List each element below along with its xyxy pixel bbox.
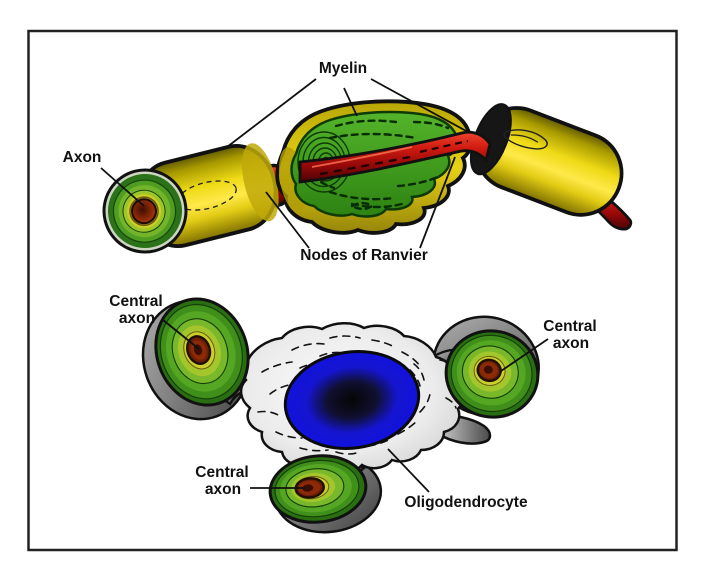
central-axon-label-line2: axon	[119, 310, 155, 327]
central-axon-top-left	[154, 297, 250, 407]
axon-tube	[298, 130, 492, 184]
myelin-leader-right	[370, 78, 469, 133]
central-axon-label-line1: Central	[543, 318, 596, 335]
node-leader-left	[265, 191, 310, 249]
axon-cut-face	[102, 168, 188, 254]
axon-label: Axon	[63, 149, 102, 166]
myelinated-axon-illustration: Myelin Axon Nodes of Ranvier	[63, 60, 633, 264]
sheath-highlight-outline	[503, 129, 548, 150]
central-axon-label-line1: Central	[109, 293, 162, 310]
oligodendrocyte-leader	[387, 448, 430, 493]
myelin-leader-middle	[343, 87, 358, 117]
central-axon-label-bottom: Central axon	[195, 464, 248, 498]
leader-lines-top	[100, 78, 469, 249]
oligodendrocyte-label: Oligodendrocyte	[404, 494, 528, 511]
nodes-of-ranvier-label: Nodes of Ranvier	[300, 247, 427, 264]
central-axon-label-line2: axon	[553, 335, 589, 352]
central-axon-bottom	[268, 454, 368, 524]
central-axon-leader-top-left	[162, 319, 200, 350]
myelin-leader-left	[226, 78, 317, 148]
axon-core	[302, 484, 314, 492]
oligodendrocyte-illustration: Central axon Central axon Central axon O…	[109, 293, 597, 534]
axon-leader	[100, 167, 145, 207]
segment-end-shading	[242, 143, 279, 222]
myelin-label: Myelin	[319, 60, 367, 77]
leader-lines-bottom	[162, 319, 549, 493]
central-axon-leader-right	[500, 338, 549, 372]
axon-core	[131, 198, 158, 225]
sheath-highlight-outline	[177, 180, 237, 211]
node-leader-right	[419, 156, 456, 249]
central-axon-label-line2: axon	[205, 481, 241, 498]
axon-core	[483, 365, 493, 374]
central-axon-label-line1: Central	[195, 464, 248, 481]
central-axon-label-top-left: Central axon	[109, 293, 162, 327]
central-axon-right	[444, 329, 540, 419]
nucleus	[283, 350, 421, 450]
central-axon-label-right: Central axon	[543, 318, 596, 352]
